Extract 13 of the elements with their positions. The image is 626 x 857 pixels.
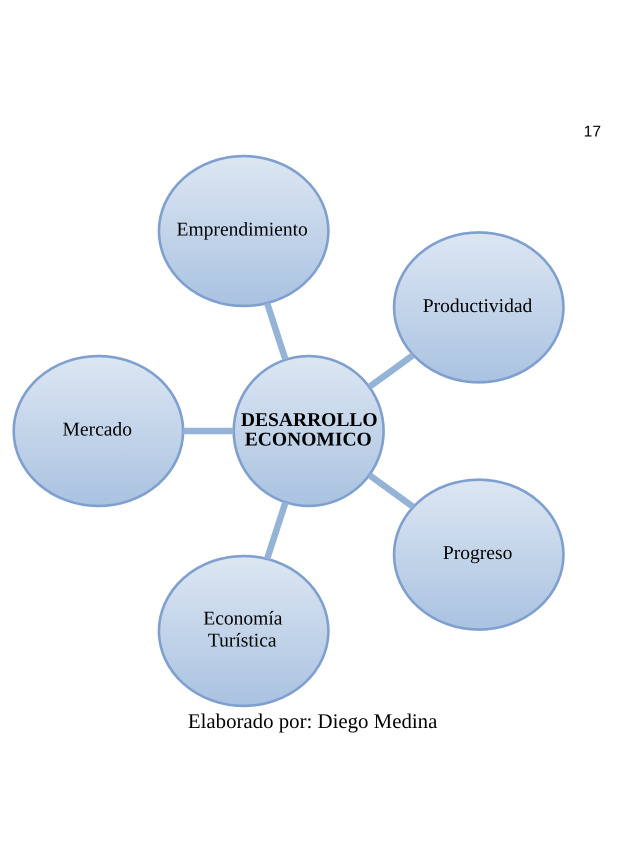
connector [264,302,288,360]
node-circle: DESARROLLO ECONOMICO [232,354,385,507]
connector [264,501,288,560]
label: 17 [584,123,602,140]
node-ellipse: Emprendimiento [158,154,330,307]
node-ellipse: Economía Turística [158,554,330,707]
connector [368,352,415,389]
node-ellipse: Mercado [12,354,184,507]
node-ellipse: Productividad [392,230,565,384]
connector [183,427,234,434]
node-ellipse: Progreso [392,478,565,630]
caption: Elaborado por: Diego Medina [188,708,438,732]
connector [368,472,415,509]
